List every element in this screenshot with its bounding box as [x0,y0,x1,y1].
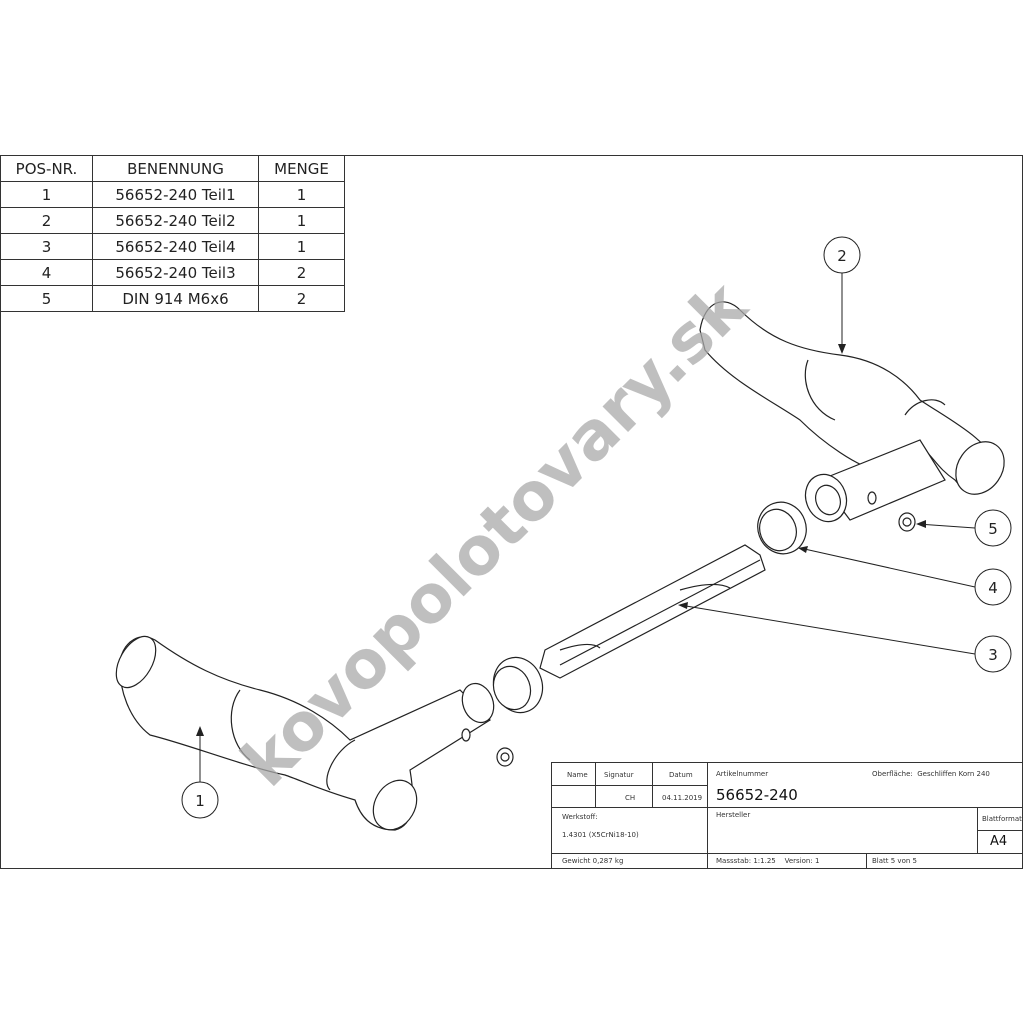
balloon-3-label: 3 [988,646,998,664]
balloon-3 [974,635,1012,673]
bom-name: 56652-240 Teil1 [92,181,259,208]
tb-artikelnummer-label: Artikelnummer [716,770,769,778]
leader-5 [917,523,976,529]
bom-qty: 2 [258,259,345,286]
tb-blatt: Blatt 5 von 5 [872,857,917,865]
bom-header-pos: POS-NR. [0,155,93,182]
tb-datum-label: Datum [669,771,693,779]
tb-signatur-label: Signatur [604,771,634,779]
tb-werkstoff-label: Werkstoff: [562,813,598,821]
title-block-grid [551,762,1023,869]
tb-datum: 04.11.2019 [662,794,703,802]
drawing-frame [0,155,1023,869]
watermark: kovopolotovary.sk [227,266,763,802]
part-1-handle [115,635,495,831]
balloon-4 [974,568,1012,606]
bom-name: 56652-240 Teil4 [92,233,259,260]
part-3-spindle [539,544,766,679]
part-5-setscrew-lower [496,747,514,767]
bom-qty: 2 [258,285,345,312]
bom-qty: 1 [258,207,345,234]
tb-name-label: Name [567,771,588,779]
part-4-ring-lower [492,656,544,714]
bom-name: 56652-240 Teil3 [92,259,259,286]
tb-werkstoff: 1.4301 (X5CrNi18-10) [562,831,639,839]
leader-4 [799,547,976,588]
bom-pos: 1 [0,181,93,208]
part-2-handle [699,301,1005,523]
tb-oberflaeche: Oberfläche: Geschliffen Korn 240 [872,770,990,778]
tb-hersteller-label: Hersteller [716,811,751,819]
bom-pos: 4 [0,259,93,286]
balloon-2 [823,236,861,274]
tb-artikelnummer: 56652-240 [716,786,798,804]
bom-name: DIN 914 M6x6 [92,285,259,312]
bom-header-name: BENENNUNG [92,155,259,182]
bom-name: 56652-240 Teil2 [92,207,259,234]
tb-signatur: CH [625,794,636,802]
bom-header-qty: MENGE [258,155,345,182]
tb-gewicht: Gewicht 0,287 kg [562,857,624,865]
tb-blattformat-label: Blattformat [982,815,1022,823]
bom-pos: 3 [0,233,93,260]
balloon-2-label: 2 [837,247,847,265]
balloon-4-label: 4 [988,579,998,597]
part-4-ring-upper [757,501,807,555]
leader-arrows [196,344,926,736]
balloon-1 [181,781,219,819]
bom-pos: 5 [0,285,93,312]
tb-massstab: Massstab: 1:1.25 Version: 1 [716,857,820,865]
leader-3 [679,604,976,655]
part-5-setscrew-upper [898,512,916,532]
bom-qty: 1 [258,181,345,208]
bom-qty: 1 [258,233,345,260]
balloon-1-label: 1 [195,792,205,810]
tb-blattformat: A4 [990,834,1008,849]
balloon-5 [974,509,1012,547]
leader-lines [199,273,976,782]
balloon-5-label: 5 [988,520,998,538]
bom-pos: 2 [0,207,93,234]
